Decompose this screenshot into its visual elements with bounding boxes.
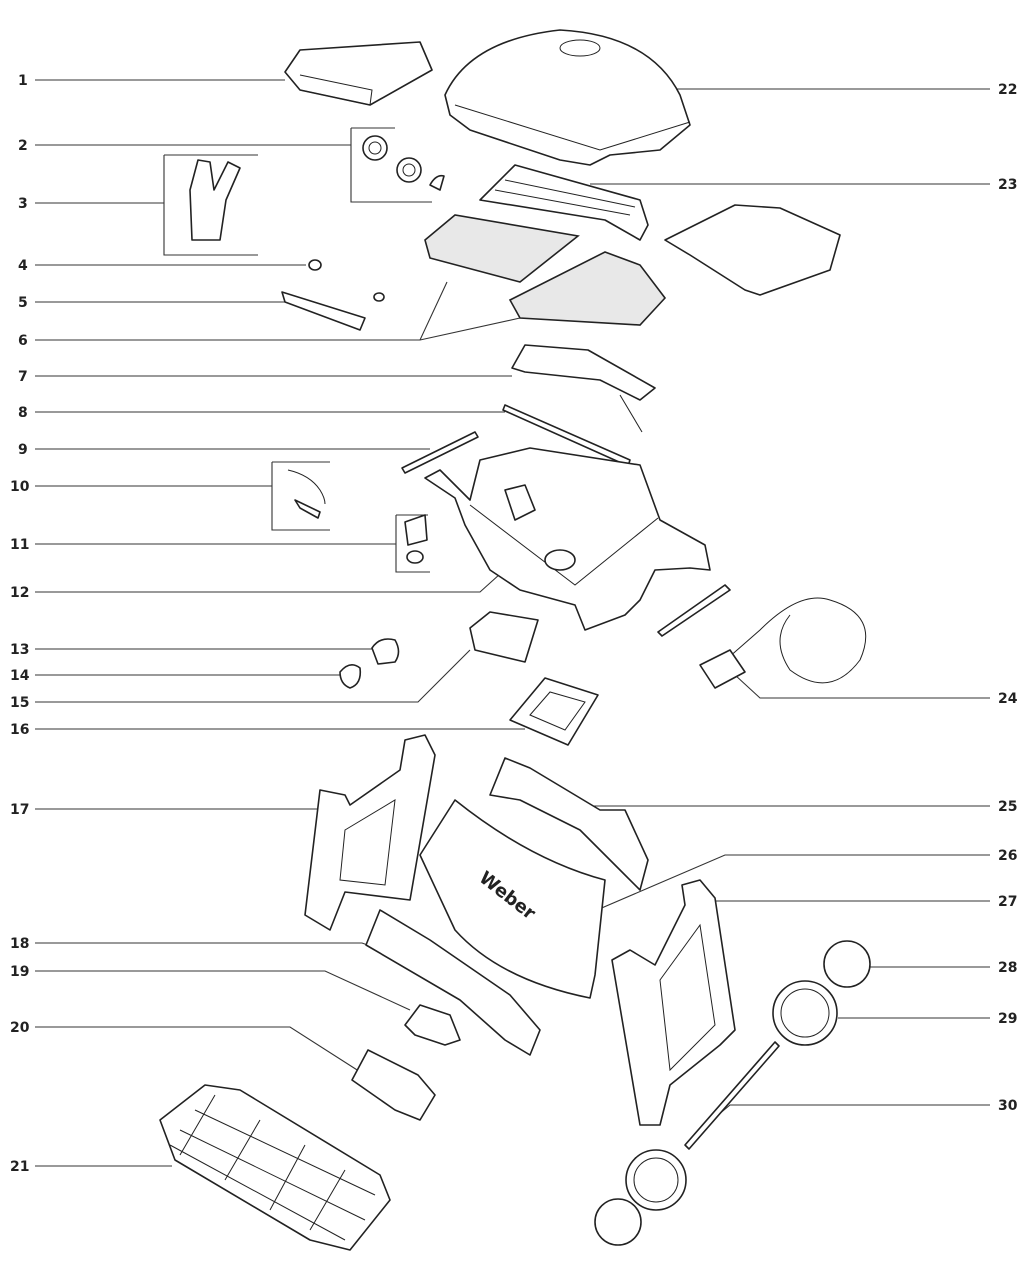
part-19-bracket (404, 1004, 461, 1046)
part-29-wheel (772, 980, 838, 1046)
part-17-left-cart-frame (304, 734, 436, 931)
part-30-axle (594, 1041, 780, 1246)
part-13-knob (371, 638, 400, 665)
callout-24: 24 (998, 691, 1018, 707)
callout-1: 1 (18, 73, 28, 89)
part-12-cookbox (424, 447, 711, 631)
part-18-cart-brace (365, 909, 541, 1056)
callout-2: 2 (18, 138, 28, 154)
part-20-tank-holder (351, 1049, 436, 1121)
part-7-burner-frame (511, 344, 656, 433)
callout-14: 14 (10, 668, 30, 684)
callout-10: 10 (10, 479, 30, 495)
callout-15: 15 (10, 695, 29, 711)
callout-9: 9 (18, 442, 28, 458)
part-21-storage-basket (159, 1084, 391, 1251)
callout-30: 30 (998, 1098, 1018, 1114)
part-4-bumper (308, 259, 322, 271)
part-27-right-cart-frame (611, 879, 736, 1126)
part-16-drip-pan-liner (509, 677, 599, 746)
part-1b-side-table-right (664, 204, 841, 296)
part-14-knob (339, 664, 362, 689)
part-3-lid-handle (189, 159, 241, 241)
callout-17: 17 (10, 802, 29, 818)
callout-7: 7 (18, 369, 28, 385)
part-28-hubcap (823, 940, 871, 988)
callout-labels-right: 22 23 24 25 26 27 28 29 30 (998, 82, 1018, 1114)
callout-18: 18 (10, 936, 29, 952)
part-1-side-table-left (284, 41, 433, 106)
callout-4: 4 (18, 258, 28, 274)
callout-19: 19 (10, 964, 29, 980)
part-23-warming-rack (479, 164, 649, 241)
part-26-shroud-panel: Weber (419, 799, 606, 999)
callout-13: 13 (10, 642, 29, 658)
part-25-rear-brace (489, 757, 649, 891)
callout-3: 3 (18, 196, 28, 212)
callout-26: 26 (998, 848, 1017, 864)
callout-22: 22 (998, 82, 1017, 98)
callout-labels-left: 1 2 3 4 5 6 7 8 9 10 11 12 13 14 15 16 1… (10, 73, 30, 1175)
callout-20: 20 (10, 1020, 30, 1036)
part-15-drip-pan (469, 611, 539, 663)
callout-28: 28 (998, 960, 1017, 976)
callout-29: 29 (998, 1011, 1017, 1027)
part-22-lid (444, 29, 691, 166)
leader-lines-left (35, 79, 525, 1167)
part-10-igniter-wire (287, 469, 326, 519)
callout-11: 11 (10, 537, 29, 553)
callout-27: 27 (998, 894, 1017, 910)
callout-21: 21 (10, 1159, 29, 1175)
callout-5: 5 (18, 295, 28, 311)
part-11-igniter (404, 514, 428, 564)
part-2-thermometer-knobs (362, 135, 445, 191)
part-24-regulator-hose (657, 584, 867, 689)
callout-6: 6 (18, 333, 28, 349)
callout-25: 25 (998, 799, 1017, 815)
callout-16: 16 (10, 722, 29, 738)
part-6-cooking-grates (424, 214, 667, 326)
callout-23: 23 (998, 177, 1017, 193)
callout-12: 12 (10, 585, 29, 601)
part-9-rod (401, 431, 479, 474)
part-5-handle-bar (281, 291, 385, 331)
callout-8: 8 (18, 405, 28, 421)
